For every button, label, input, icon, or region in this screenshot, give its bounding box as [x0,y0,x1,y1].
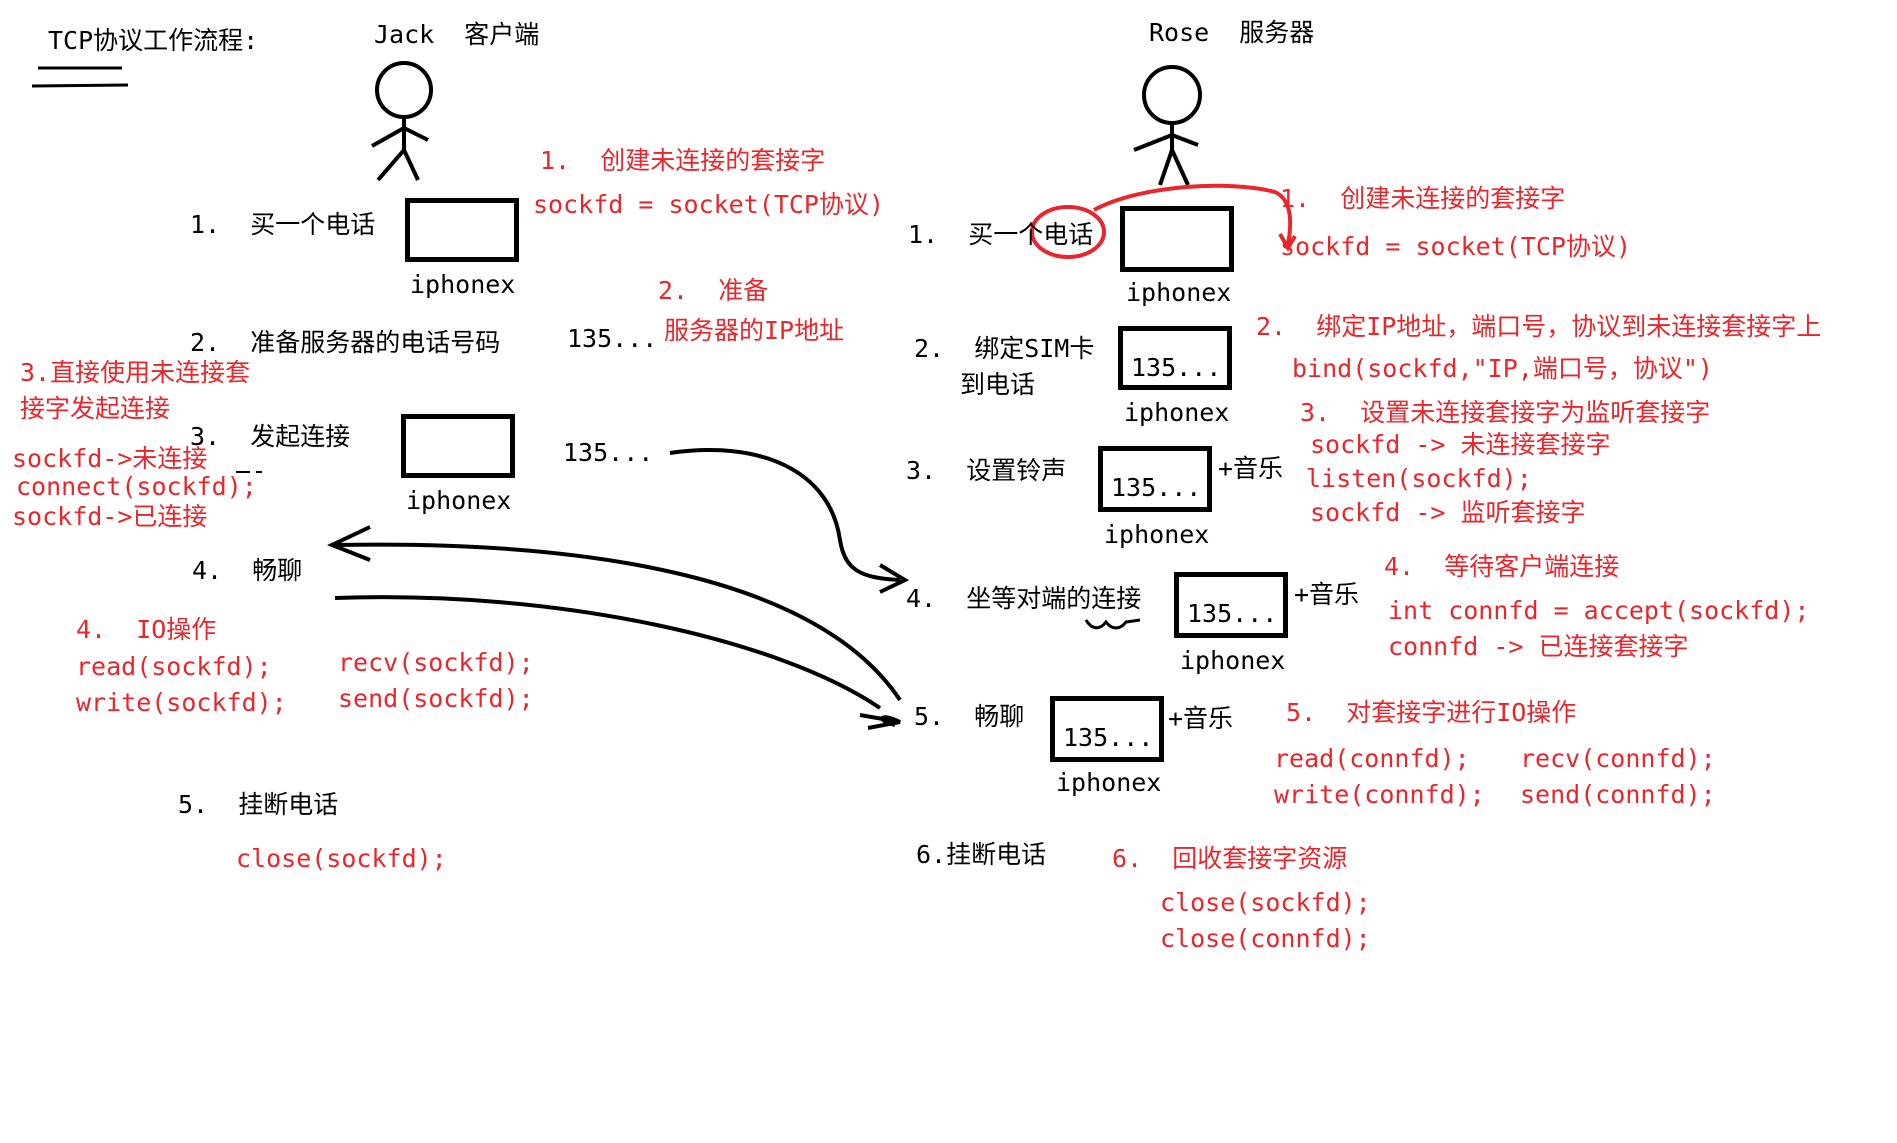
server-note-3-code2: listen(sockfd); [1306,464,1532,493]
server-note-5-write: write(connfd); [1274,780,1485,809]
server-note-6-title: 6. 回收套接字资源 [1112,844,1348,873]
server-note-3-code3: sockfd -> 监听套接字 [1310,498,1586,527]
server-phone-1 [1120,206,1234,272]
server-phone-4-music: +音乐 [1294,580,1360,609]
server-phone-5-music: +音乐 [1168,704,1234,733]
server-note-6-close1: close(sockfd); [1160,888,1371,917]
server-step-1: 1. 买一个电话 [908,220,1094,249]
rose-stick-figure [1133,65,1202,186]
server-step-3: 3. 设置铃声 [906,456,1067,485]
connect-arrow [669,448,910,594]
server-phone-5-label: iphonex [1056,768,1162,797]
server-phone-2-number: 135... [1131,353,1222,382]
server-note-3-title: 3. 设置未连接套接字为监听套接字 [1300,398,1711,427]
client-note-2-title: 2. 准备 [658,276,769,305]
server-phone-5: 135... [1050,696,1164,762]
server-phone-3-label: iphonex [1104,520,1210,549]
server-note-5-recv: recv(connfd); [1520,744,1716,773]
server-note-4-code2: connfd -> 已连接套接字 [1388,632,1689,661]
client-note-4-write: write(sockfd); [76,688,287,717]
client-note-3-code1: sockfd->未连接 [12,444,208,473]
server-note-5-read: read(connfd); [1274,744,1470,773]
server-phone-1-label: iphonex [1126,278,1232,307]
jack-stick-figure [371,61,433,182]
client-phone-3 [401,414,515,478]
client-note-4-recv: recv(sockfd); [338,648,534,677]
server-phone-2: 135... [1118,326,1232,390]
server-note-1-title: 1. 创建未连接的套接字 [1280,184,1566,213]
server-phone-5-number: 135... [1063,723,1154,752]
server-note-5-title: 5. 对套接字进行IO操作 [1286,698,1577,727]
server-note-5-send: send(connfd); [1520,780,1716,809]
client-note-1-title: 1. 创建未连接的套接字 [540,146,826,175]
server-step-5: 5. 畅聊 [914,702,1025,731]
client-note-3-code2: connect(sockfd); [16,472,257,501]
server-note-2-code: bind(sockfd,"IP,端口号，协议") [1292,354,1713,383]
client-note-3-code3: sockfd->已连接 [12,502,208,531]
client-note-5-close: close(sockfd); [236,844,447,873]
server-phone-3: 135... [1098,446,1212,512]
client-step-4: 4. 畅聊 [192,556,303,585]
server-header: Rose 服务器 [1149,18,1315,47]
server-phone-3-number: 135... [1111,473,1202,502]
squiggle-mark [1084,618,1141,630]
client-step-3: 3. 发起连接 [190,422,351,451]
server-phone-4: 135... [1174,572,1288,638]
client-note-4-send: send(sockfd); [338,684,534,713]
client-note-1-code: sockfd = socket(TCP协议) [533,190,885,219]
server-note-2-title: 2. 绑定IP地址，端口号，协议到未连接套接字上 [1256,312,1822,341]
server-note-6-close2: close(connfd); [1160,924,1371,953]
client-server-number: 135... [567,324,658,353]
client-phone-3-label: iphonex [406,486,512,515]
client-note-3-line2: 接字发起连接 [20,394,171,423]
server-step-4: 4. 坐等对端的连接 [906,584,1142,613]
client-note-2-detail: 服务器的IP地址 [664,316,845,345]
client-dial-number: 135... [563,438,654,467]
client-note-4-read: read(sockfd); [76,652,272,681]
server-note-3-code1: sockfd -> 未连接套接字 [1310,430,1611,459]
client-step-5: 5. 挂断电话 [178,790,339,819]
client-header: Jack 客户端 [374,20,540,49]
server-step-6: 6.挂断电话 [916,840,1047,869]
server-note-4-code1: int connfd = accept(sockfd); [1388,596,1810,625]
server-note-4-title: 4. 等待客户端连接 [1384,552,1620,581]
client-phone-1-label: iphonex [410,270,516,299]
client-phone-1 [405,198,519,262]
client-step-2: 2. 准备服务器的电话号码 [190,328,501,357]
server-note-1-code: sockfd = socket(TCP协议) [1280,232,1632,261]
server-phone-4-label: iphonex [1180,646,1286,675]
client-note-4-title: 4. IO操作 [76,615,217,644]
server-phone-4-number: 135... [1187,599,1278,628]
page-title: TCP协议工作流程: [48,26,259,55]
server-step-2-line1: 2. 绑定SIM卡 [914,334,1095,363]
client-step-1: 1. 买一个电话 [190,210,376,239]
server-phone-3-music: +音乐 [1218,454,1284,483]
title-underline [31,66,129,88]
client-note-3-line1: 3.直接使用未连接套 [20,358,251,387]
server-phone-2-label: iphonex [1124,398,1230,427]
server-step-2-line2: 到电话 [960,370,1036,399]
